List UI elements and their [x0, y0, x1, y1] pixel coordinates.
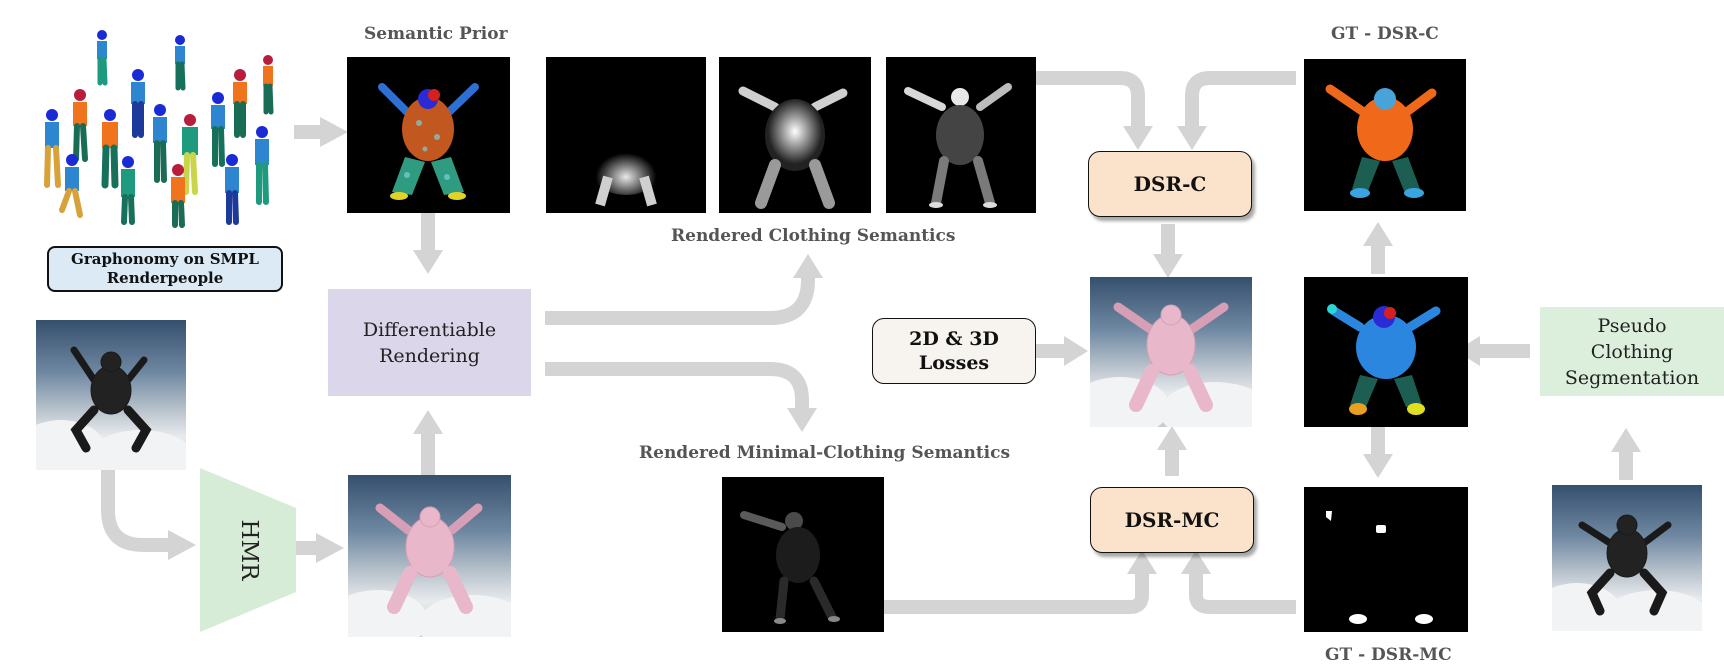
person-figure [182, 114, 198, 195]
person-figure [211, 92, 225, 167]
arrow-gtmc-to-dsrmc [1189, 572, 1296, 614]
losses-label: 2D & 3D Losses [909, 328, 999, 374]
result-image [1090, 277, 1252, 427]
hmr-output-image [348, 475, 511, 637]
person-figure [121, 156, 135, 225]
input-photo-left [36, 320, 186, 470]
hmr-block: HMR [200, 468, 296, 632]
person-figure [255, 126, 269, 205]
clothing-semantics-panel-2 [719, 57, 871, 213]
arrow-dr-to-clothing [545, 276, 815, 325]
person-figure [73, 89, 88, 162]
hmr-label: HMR [236, 519, 262, 581]
dsr-mc-label: DSR-MC [1124, 508, 1220, 532]
person-figure [233, 69, 247, 138]
differentiable-rendering-box: Differentiable Rendering [328, 289, 531, 396]
clothing-semantics-panel-3 [886, 57, 1036, 213]
person-figure [59, 154, 83, 218]
person-figure [225, 154, 239, 225]
semantic-prior-title: Semantic Prior [364, 24, 508, 44]
rendered-clothing-title: Rendered Clothing Semantics [671, 226, 956, 246]
gt-dsr-c-title: GT - DSR-C [1331, 24, 1439, 44]
input-photo-right [1552, 485, 1702, 631]
gt-dsr-c-image [1304, 59, 1466, 211]
arrow-dr-to-minimal [545, 362, 809, 410]
gt-dsr-mc-title: GT - DSR-MC [1325, 645, 1452, 665]
graphonomy-box: Graphonomy on SMPL Renderpeople [47, 246, 283, 292]
person-figure [101, 109, 119, 189]
arrow-gtc-to-dsrc [1185, 71, 1296, 128]
dsr-c-label: DSR-C [1133, 172, 1207, 196]
person-figure [44, 109, 61, 188]
pseudo-segmentation-label: Pseudo Clothing Segmentation [1564, 314, 1700, 389]
person-figure [131, 69, 145, 138]
rendered-minimal-title: Rendered Minimal-Clothing Semantics [639, 443, 1011, 463]
graphonomy-label: Graphonomy on SMPL Renderpeople [71, 250, 259, 287]
renderpeople-cluster [44, 30, 274, 228]
clothing-semantics-panel-1 [546, 57, 706, 213]
person-figure [175, 35, 186, 91]
gt-dsr-mc-image [1304, 487, 1468, 632]
differentiable-rendering-label: Differentiable Rendering [362, 318, 497, 367]
minimal-semantics-panel [722, 477, 884, 632]
semantic-prior-image [347, 57, 510, 213]
arrow-minimal-to-dsrmc [884, 572, 1149, 614]
person-figure [171, 164, 185, 228]
dsr-c-box: DSR-C [1088, 151, 1252, 217]
person-figure [97, 30, 108, 86]
pseudo-segmentation-box: Pseudo Clothing Segmentation [1540, 307, 1724, 396]
person-figure [263, 55, 274, 115]
arrow-clothing-to-dsrc [1036, 71, 1145, 128]
dsr-mc-box: DSR-MC [1090, 487, 1254, 553]
clothing-segmentation-image [1304, 277, 1468, 427]
person-figure [153, 104, 167, 183]
arrow-input-to-hmr [101, 470, 170, 552]
losses-box: 2D & 3D Losses [872, 318, 1036, 384]
